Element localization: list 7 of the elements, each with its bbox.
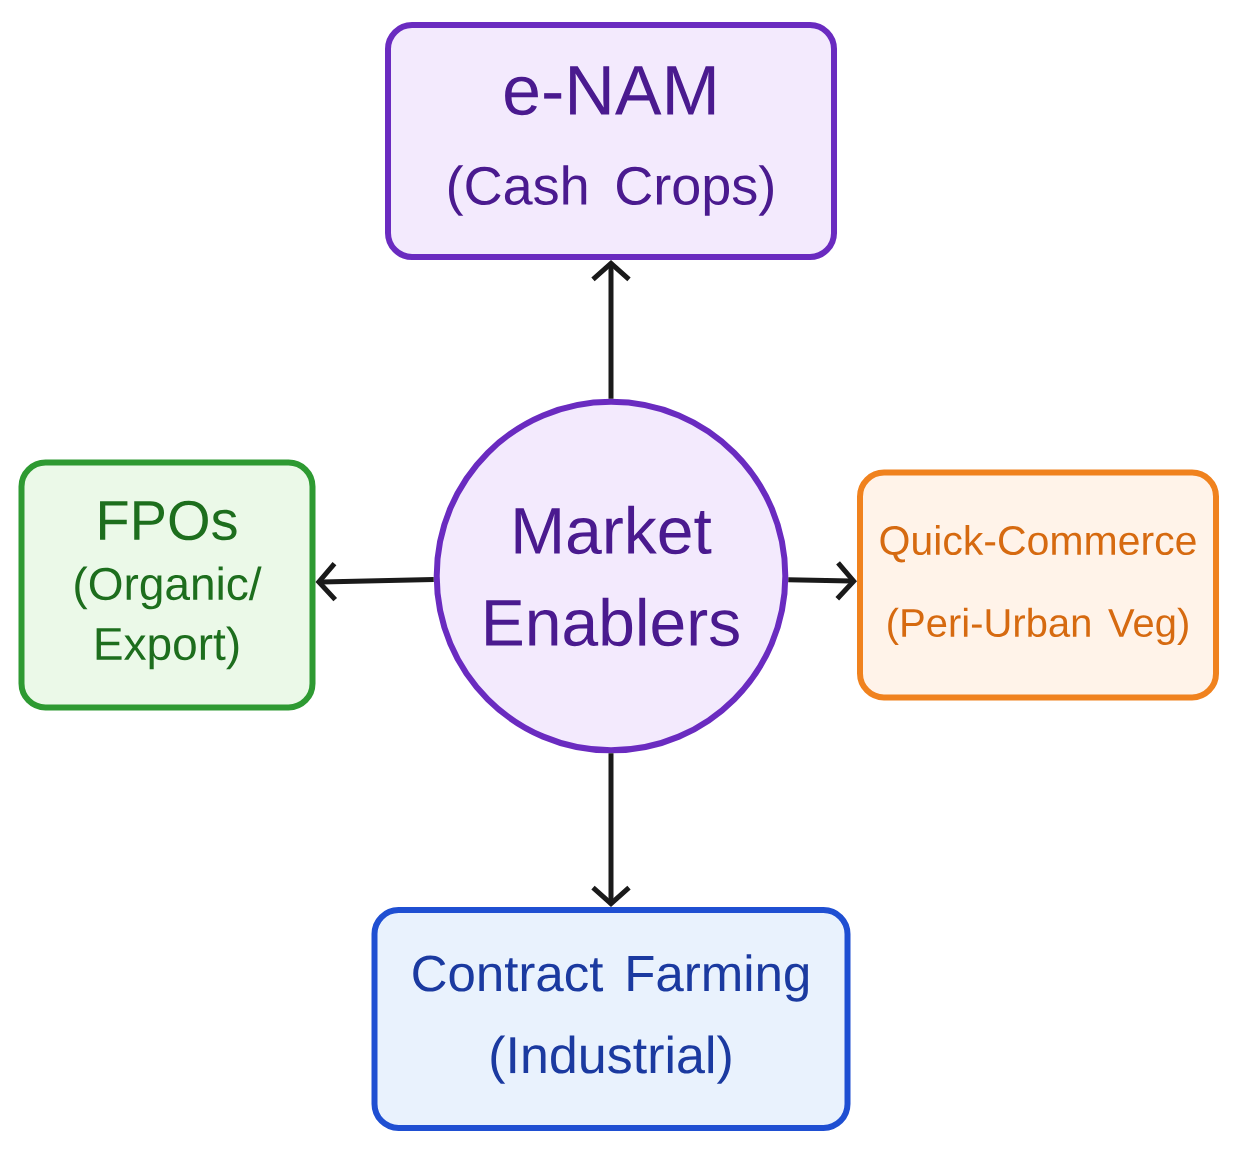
process-box: Contract Farming (Industrial) bbox=[371, 907, 851, 1131]
process-box: Quick-Commerce (Peri-Urban Veg) bbox=[857, 469, 1219, 701]
process-box: e-NAM (Cash Crops) bbox=[385, 22, 837, 260]
arrow bbox=[591, 753, 631, 907]
process-box: FPOs (Organic/ Export) bbox=[18, 459, 316, 711]
arrow bbox=[591, 260, 631, 399]
arrow bbox=[315, 562, 434, 602]
